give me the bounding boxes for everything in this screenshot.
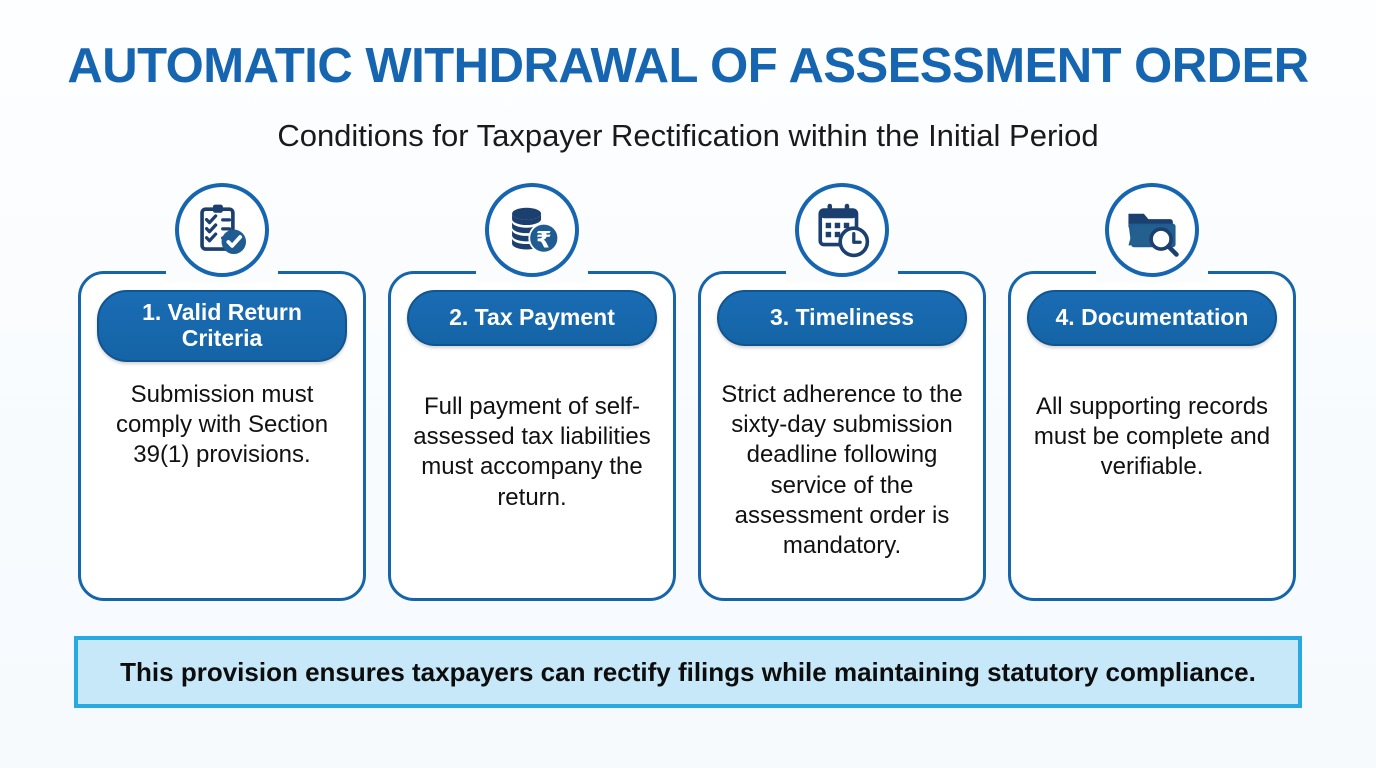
condition-column-3: 3. Timeliness Strict adherence to the si… (698, 183, 986, 603)
card-body-3: Strict adherence to the sixty-day submis… (721, 381, 963, 560)
card-heading-2: 2. Tax Payment (407, 290, 657, 346)
footer-note-text: This provision ensures taxpayers can rec… (120, 656, 1256, 687)
calendar-clock-icon (795, 183, 889, 277)
condition-card-2[interactable]: 2. Tax Payment Full payment of self-asse… (388, 266, 676, 601)
condition-column-1: 1. Valid Return Criteria Submission must… (78, 183, 366, 603)
svg-text:₹: ₹ (536, 228, 552, 254)
clipboard-check-icon (175, 183, 269, 277)
card-body-2: Full payment of self-assessed tax liabil… (413, 393, 651, 511)
page-subtitle: Conditions for Taxpayer Rectification wi… (277, 118, 1099, 153)
page-title: AUTOMATIC WITHDRAWAL OF ASSESSMENT ORDER (67, 39, 1309, 93)
condition-card-group: 1. Valid Return Criteria Submission must… (78, 183, 1298, 603)
footer-note-banner: This provision ensures taxpayers can rec… (74, 636, 1302, 708)
card-heading-3: 3. Timeliness (717, 290, 967, 346)
condition-column-2: 2. Tax Payment Full payment of self-asse… (388, 183, 676, 603)
condition-column-4: 4. Documentation All supporting records … (1008, 183, 1296, 603)
folder-search-icon (1105, 183, 1199, 277)
card-body-1: Submission must comply with Section 39(1… (115, 381, 329, 469)
card-heading-1: 1. Valid Return Criteria (97, 290, 347, 362)
condition-card-1[interactable]: 1. Valid Return Criteria Submission must… (78, 266, 366, 601)
card-body-4: All supporting records must be complete … (1033, 393, 1271, 481)
condition-card-3[interactable]: 3. Timeliness Strict adherence to the si… (698, 266, 986, 601)
card-heading-4: 4. Documentation (1027, 290, 1277, 346)
condition-card-4[interactable]: 4. Documentation All supporting records … (1008, 266, 1296, 601)
coins-rupee-icon: ₹ (485, 183, 579, 277)
